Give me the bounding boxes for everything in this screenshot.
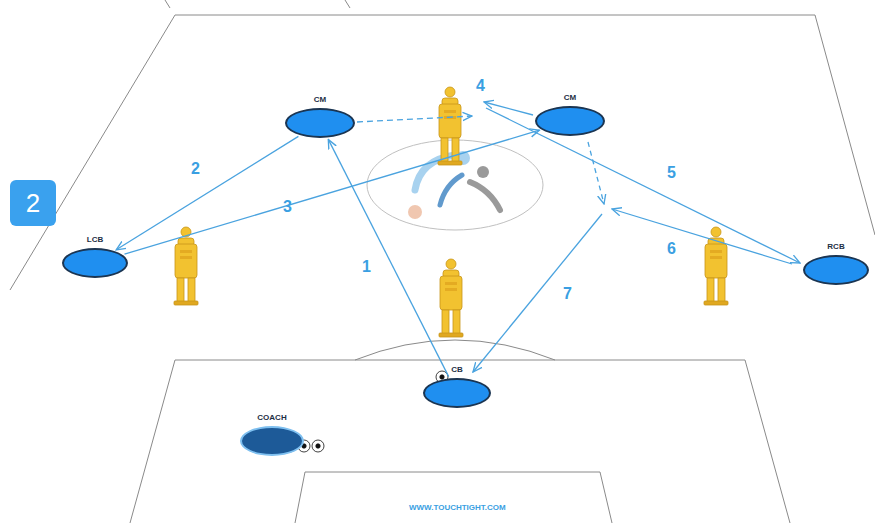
player-label: CB: [451, 365, 463, 375]
player-marker: RCB: [803, 242, 869, 285]
player-marker: LCB: [62, 235, 128, 278]
callout-number: 6: [667, 240, 676, 258]
callout-number: 1: [362, 258, 371, 276]
callout-number: 4: [476, 77, 485, 95]
player-label: COACH: [257, 413, 286, 423]
player-label: RCB: [827, 242, 844, 252]
player-disc: [240, 426, 304, 456]
callout-number: 2: [191, 160, 200, 178]
player-disc: [62, 248, 128, 278]
callout-number: 7: [563, 285, 572, 303]
player-disc: [285, 108, 355, 138]
player-marker: CM: [535, 93, 605, 136]
player-label: CM: [564, 93, 576, 103]
player-disc: [803, 255, 869, 285]
step-number: 2: [26, 188, 40, 218]
player-disc: [535, 106, 605, 136]
pass-arrow: [125, 130, 540, 254]
coach-marker: COACH: [240, 413, 304, 456]
player-label: LCB: [87, 235, 103, 245]
callout-number: 5: [667, 164, 676, 182]
player-marker: CB: [423, 365, 491, 408]
step-badge: 2: [10, 180, 56, 226]
callout-number: 3: [283, 198, 292, 216]
watermark: WWW.TOUCHTIGHT.COM: [409, 503, 506, 512]
player-disc: [423, 378, 491, 408]
player-marker: CM: [285, 95, 355, 138]
player-label: CM: [314, 95, 326, 105]
pass-arrow: [116, 136, 298, 249]
